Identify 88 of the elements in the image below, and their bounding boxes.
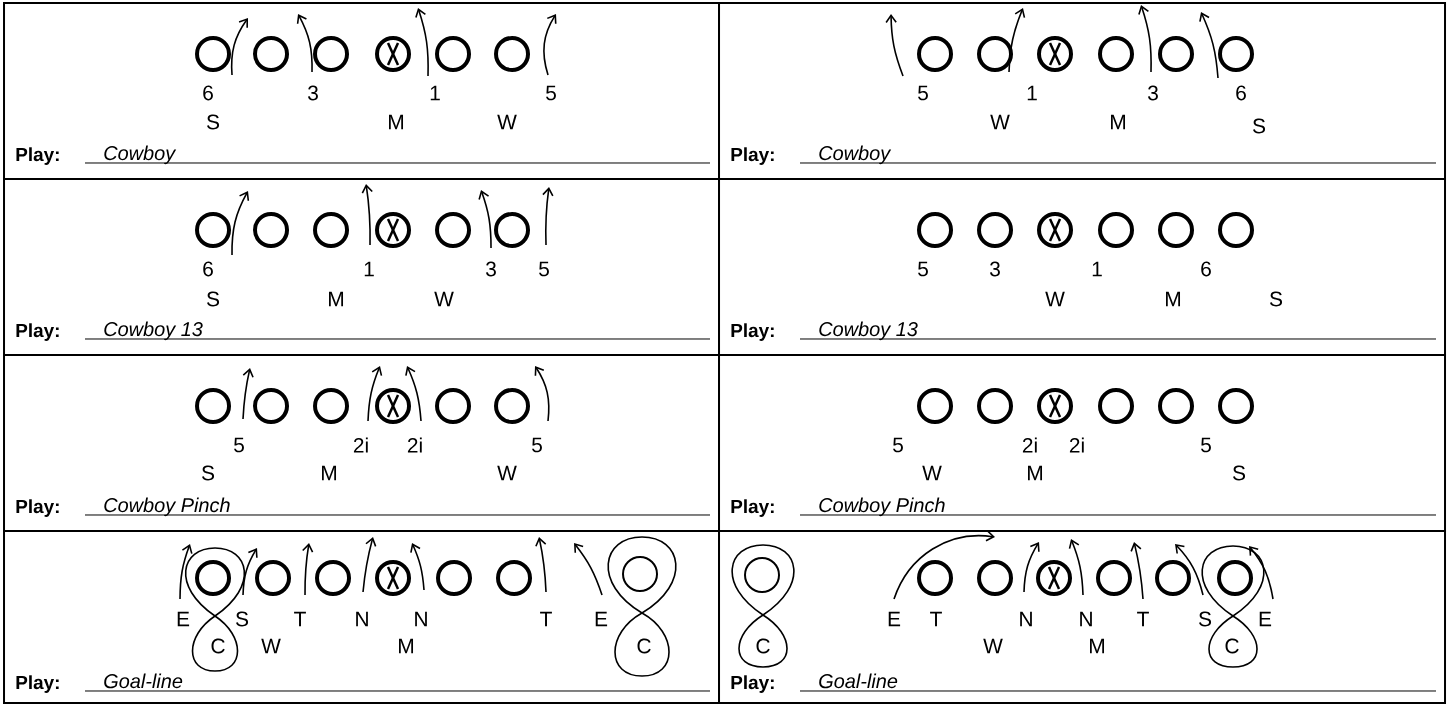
- play-name: Cowboy Pinch: [819, 497, 945, 517]
- position-label: M: [322, 465, 336, 481]
- play-heading: Play:: [16, 147, 59, 165]
- position-label: S: [207, 291, 220, 307]
- position-label: T: [294, 611, 306, 627]
- play-name: Cowboy: [819, 145, 892, 165]
- position-label: M: [329, 291, 343, 307]
- play-heading: Play:: [731, 147, 774, 165]
- position-label: C: [1225, 638, 1239, 654]
- position-label: 1: [430, 85, 440, 101]
- position-label: 3: [1148, 85, 1158, 101]
- position-label: W: [497, 114, 517, 130]
- play-panel: [3, 354, 720, 532]
- position-label: W: [1045, 291, 1065, 307]
- position-label: 2i: [1069, 437, 1084, 453]
- position-label: T: [930, 611, 942, 627]
- position-label: 5: [546, 85, 556, 101]
- position-label: 5: [918, 85, 928, 101]
- position-label: 2i: [1022, 437, 1037, 453]
- position-label: 6: [1236, 85, 1246, 101]
- position-label: 6: [203, 85, 213, 101]
- position-label: 5: [539, 261, 549, 277]
- play-name: Cowboy 13: [104, 321, 203, 341]
- position-label: 5: [234, 437, 244, 453]
- play-heading: Play:: [16, 499, 59, 517]
- position-label: M: [1111, 114, 1125, 130]
- play-panel: [3, 178, 720, 356]
- position-label: 5: [532, 437, 542, 453]
- position-label: E: [595, 611, 608, 627]
- play-panel: [3, 530, 720, 704]
- position-label: T: [540, 611, 552, 627]
- play-heading: Play:: [731, 499, 774, 517]
- position-label: M: [1166, 291, 1180, 307]
- position-label: N: [1080, 611, 1092, 627]
- position-label: W: [434, 291, 454, 307]
- position-label: N: [415, 611, 427, 627]
- play-heading: Play:: [731, 323, 774, 341]
- position-label: S: [202, 465, 215, 481]
- position-label: N: [356, 611, 368, 627]
- position-label: S: [207, 114, 220, 130]
- play-name: Goal-line: [819, 673, 898, 689]
- play-name: Cowboy 13: [819, 321, 918, 341]
- play-panel: [718, 354, 1446, 532]
- position-label: 2i: [407, 437, 422, 453]
- position-label: W: [990, 114, 1010, 130]
- play-name: Goal-line: [104, 673, 183, 689]
- position-label: C: [211, 638, 225, 654]
- position-label: S: [236, 611, 249, 627]
- play-panel: [3, 2, 720, 180]
- position-label: M: [399, 638, 413, 654]
- position-label: S: [1253, 118, 1266, 134]
- position-label: C: [637, 638, 651, 654]
- position-label: M: [1028, 465, 1042, 481]
- position-label: 1: [364, 261, 374, 277]
- position-label: 2i: [353, 437, 368, 453]
- position-label: T: [1137, 611, 1149, 627]
- position-label: E: [888, 611, 901, 627]
- play-heading: Play:: [16, 323, 59, 341]
- position-label: 6: [1201, 261, 1211, 277]
- position-label: W: [983, 638, 1003, 654]
- play-name: Cowboy: [104, 145, 177, 165]
- position-label: 3: [990, 261, 1000, 277]
- position-label: E: [177, 611, 190, 627]
- position-label: W: [497, 465, 517, 481]
- position-label: E: [1259, 611, 1272, 627]
- position-label: 5: [893, 437, 903, 453]
- play-heading: Play:: [16, 675, 59, 693]
- position-label: M: [1090, 638, 1104, 654]
- position-label: 1: [1092, 261, 1102, 277]
- play-panel: [718, 2, 1446, 180]
- play-panel: [718, 178, 1446, 356]
- position-label: 5: [1201, 437, 1211, 453]
- position-label: 5: [918, 261, 928, 277]
- position-label: S: [1199, 611, 1212, 627]
- play-panel: [718, 530, 1446, 704]
- position-label: N: [1020, 611, 1032, 627]
- position-label: 3: [486, 261, 496, 277]
- position-label: M: [389, 114, 403, 130]
- position-label: C: [756, 638, 770, 654]
- play-name: Cowboy Pinch: [104, 497, 230, 517]
- play-heading: Play:: [731, 675, 774, 693]
- position-label: S: [1270, 291, 1283, 307]
- position-label: W: [922, 465, 942, 481]
- position-label: W: [261, 638, 281, 654]
- position-label: 6: [203, 261, 213, 277]
- position-label: 3: [308, 85, 318, 101]
- position-label: S: [1233, 465, 1246, 481]
- position-label: 1: [1027, 85, 1037, 101]
